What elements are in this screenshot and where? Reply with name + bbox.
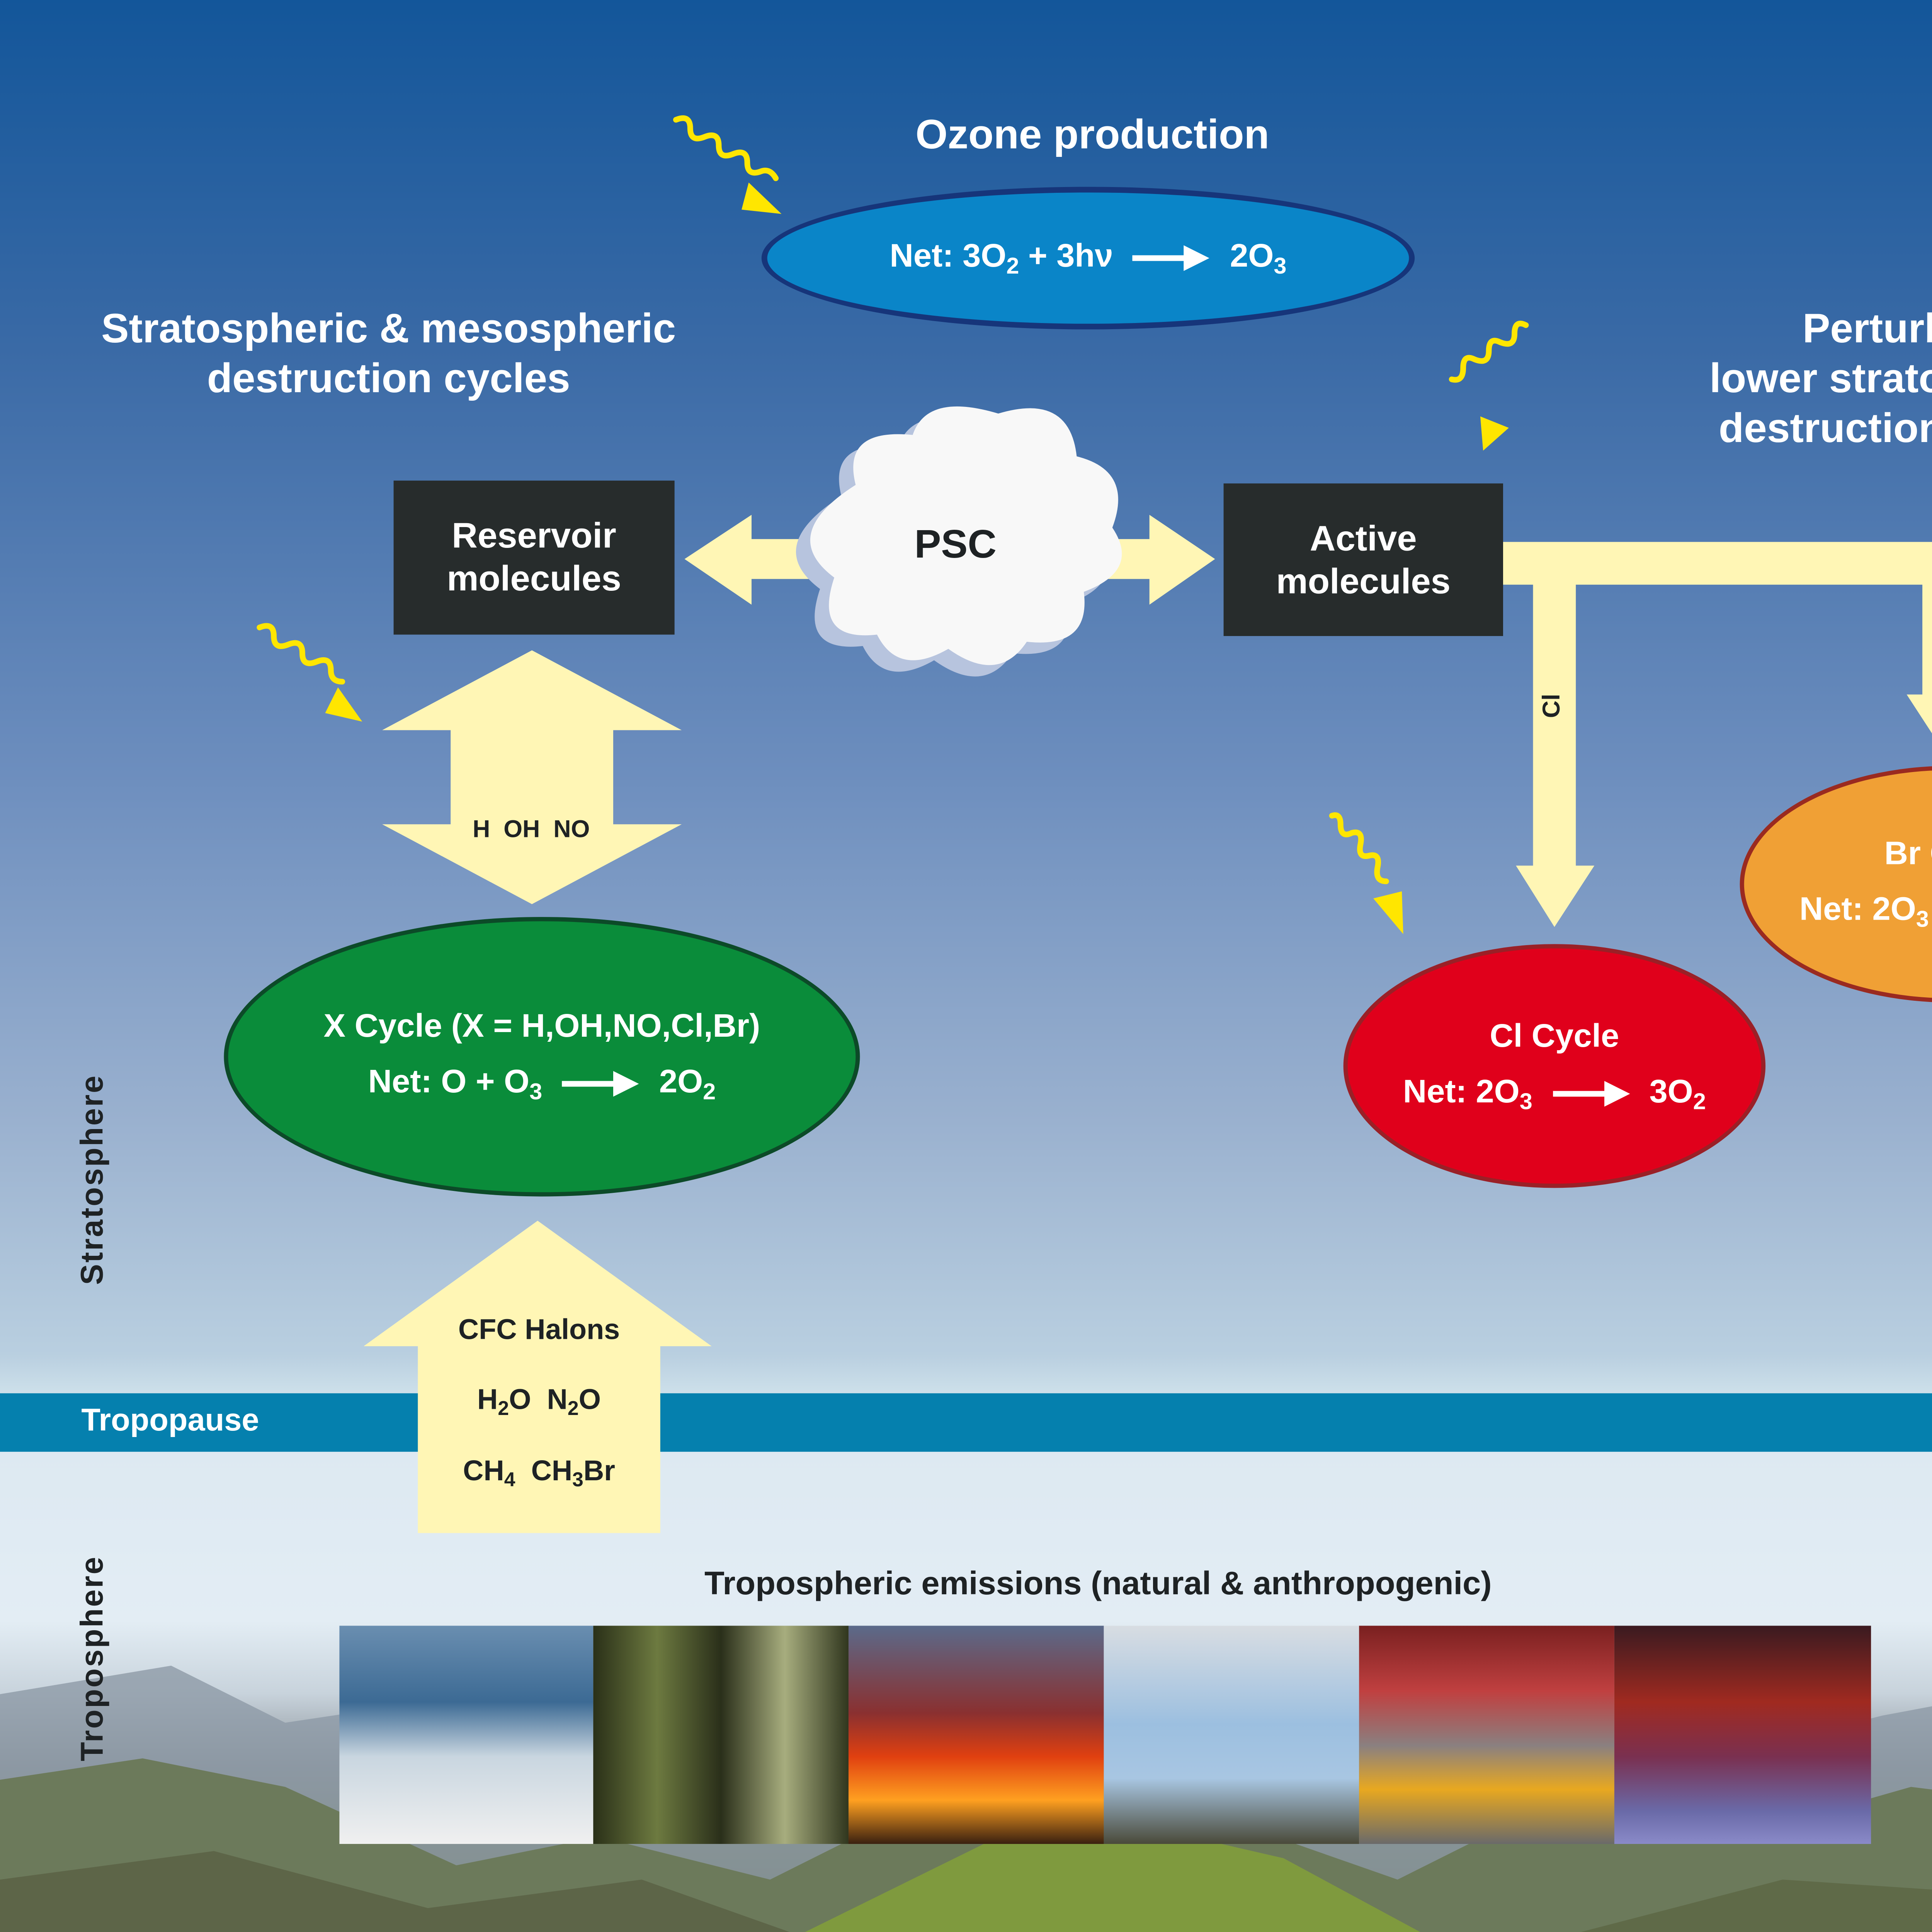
br-cycle-title: Br Cycle [1884,834,1932,872]
reservoir-line1: Reservoir [452,516,617,556]
active-molecules-box: Active molecules [1223,483,1503,636]
strat-meso-title: Stratospheric & mesospheric destruction … [43,305,735,405]
photo-smokestacks [1104,1626,1359,1844]
cl-branch-label: Cl [1538,694,1565,718]
strat-meso-title-line2: destruction cycles [207,356,570,402]
reservoir-xcycle-arrow [382,650,682,904]
x-cycle-title: X Cycle (X = H,OH,NO,Cl,Br) [323,1007,760,1044]
photo-volcano [339,1626,594,1844]
source-gases-row3: CH4 CH3Br [463,1456,616,1491]
tropospheric-emissions-title: Tropospheric emissions (natural & anthro… [704,1564,1492,1602]
active-line2: molecules [1276,561,1451,601]
uv-wave-2 [1449,320,1529,383]
exchange-line1: H OH NO [473,816,590,843]
reaction-arrow-icon [1133,244,1210,270]
photo-wildfire [848,1626,1104,1844]
uv-wave-1 [673,115,779,181]
strat-meso-title-line1: Stratospheric & mesospheric [101,306,676,352]
source-gases-row2: H2O N2O [477,1384,601,1419]
perturbed-title-line2: lower stratospheric [1709,356,1932,402]
perturbed-title: Perturbed lower stratospheric destructio… [1640,305,1932,455]
perturbed-title-line1: Perturbed [1803,306,1932,352]
uv-arrow-head-3 [325,687,362,722]
source-gases-row1: CFC Halons [458,1315,620,1347]
tropopause-band [0,1393,1932,1452]
reservoir-line2: molecules [447,559,621,599]
active-line1: Active [1310,518,1417,558]
psc-cloud-icon [796,406,1122,677]
active-branch-arrow [1503,542,1932,927]
photo-aircraft-contrails [1614,1626,1871,1844]
photo-forest [593,1626,849,1844]
uv-arrow-head-1 [742,182,782,214]
cl-cycle-title: Cl Cycle [1490,1016,1619,1053]
psc-label: PSC [914,522,997,566]
source-gases-arrow [364,1221,712,1533]
reservoir-molecules-box: Reservoir molecules [393,480,675,635]
reaction-arrow-icon [1552,1080,1629,1106]
uv-wave-4 [1329,812,1389,884]
reaction-arrow-icon [562,1071,639,1097]
reservoir-psc-arrow [684,515,899,605]
uv-arrow-head-2 [1480,416,1509,451]
tropopause-label: Tropopause [81,1401,259,1438]
uv-wave-3 [257,623,345,685]
source-gases: CFC Halons H2O N2O CH4 CH3Br [418,1315,660,1491]
photo-city-taxis [1359,1626,1614,1844]
perturbed-title-line3: destruction cycles [1718,406,1932,452]
uv-arrow-head-4 [1373,891,1403,934]
ozone-production-title: Ozone production [915,112,1269,158]
